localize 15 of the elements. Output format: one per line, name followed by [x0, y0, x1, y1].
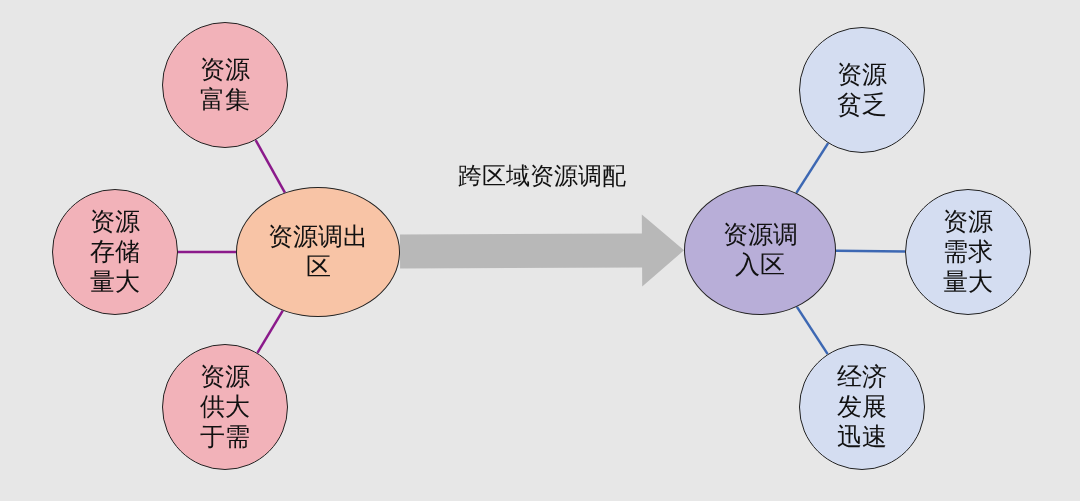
- connector-line: [795, 306, 829, 355]
- connector-line: [836, 249, 905, 253]
- node-label: 资源供大于需: [199, 362, 251, 452]
- connector-line: [795, 142, 830, 194]
- arrow: [399, 214, 684, 287]
- connector-line: [254, 139, 286, 194]
- node-label: 资源存储量大: [89, 207, 141, 297]
- node-label: 资源贫乏: [836, 60, 888, 120]
- connector-line: [256, 310, 284, 354]
- node-label: 经济发展迅速: [836, 362, 888, 452]
- node-label: 资源调入区: [721, 220, 799, 280]
- connector-line: [178, 250, 236, 254]
- node-label: 资源富集: [199, 55, 251, 115]
- node-label: 资源需求量大: [942, 207, 994, 297]
- node-label: 资源调出区: [267, 222, 369, 282]
